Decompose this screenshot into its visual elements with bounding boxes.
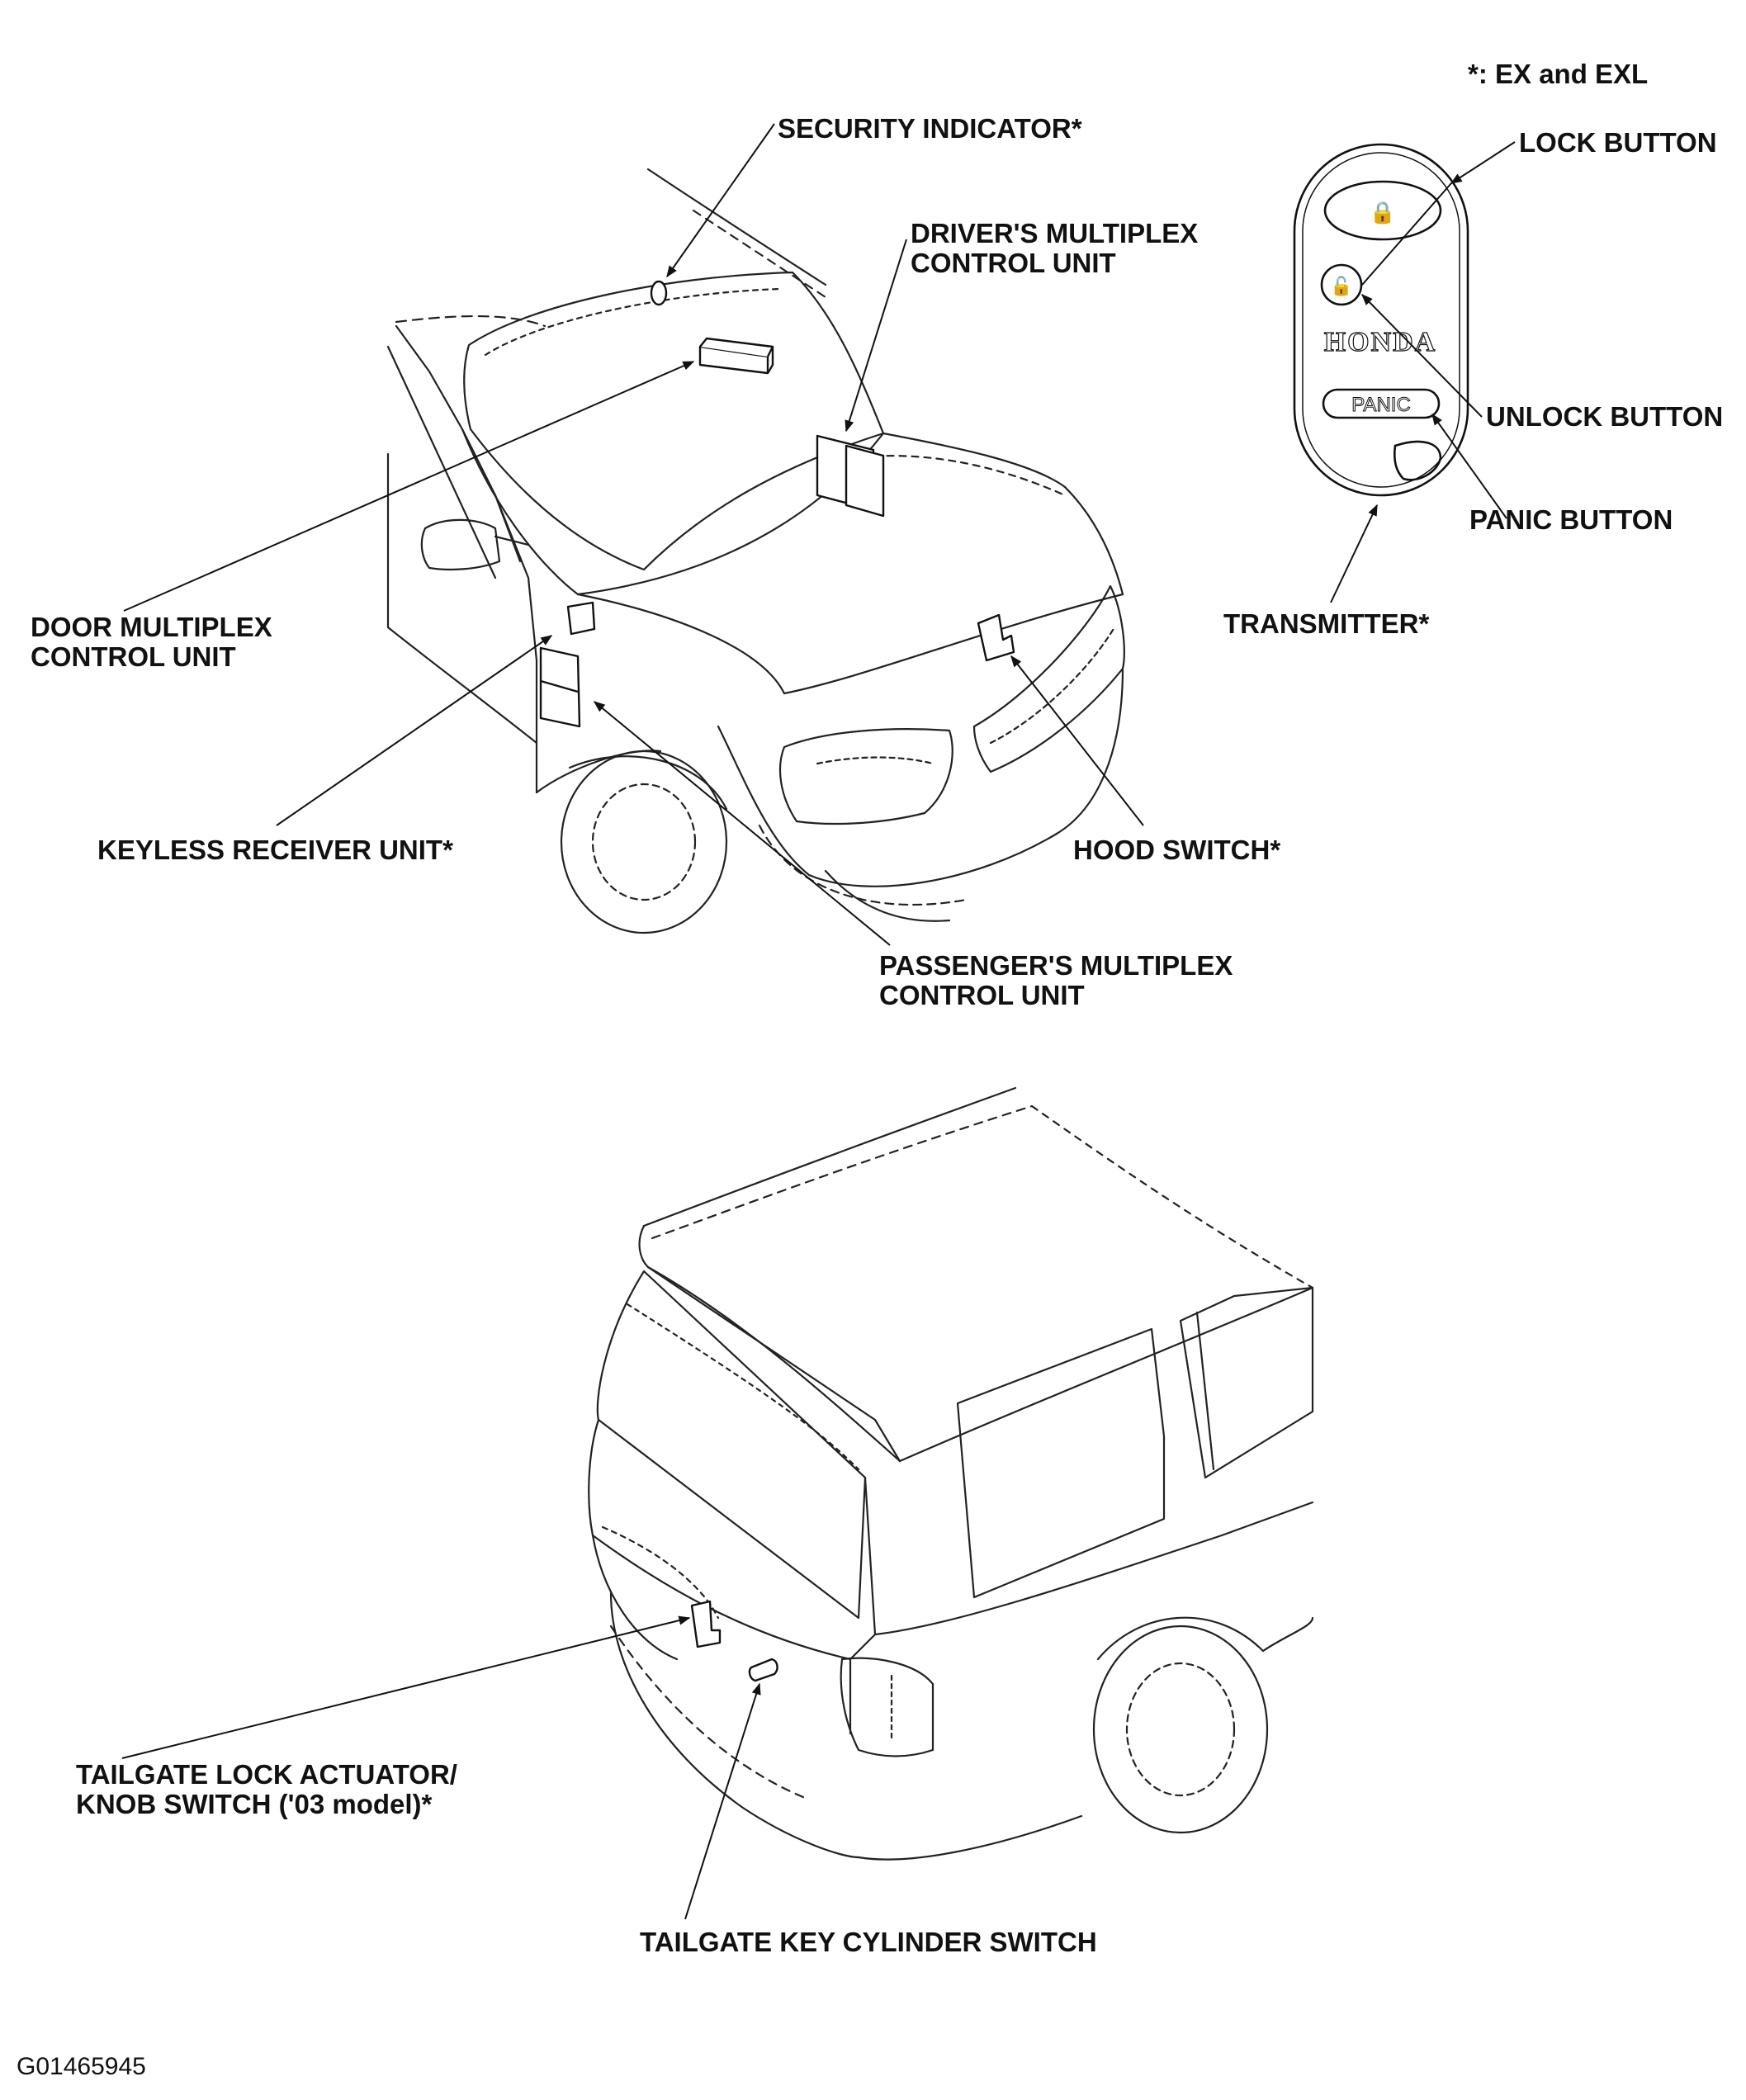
label-line: CONTROL UNIT [31,641,236,672]
label-line: KNOB SWITCH ('03 model)* [76,1789,433,1819]
label-door-multiplex-control-unit: DOOR MULTIPLEX CONTROL UNIT [31,612,272,672]
transmitter-drawing: 🔒 🔓 HONDA PANIC [1293,143,1469,497]
rear-components [690,1600,778,1682]
security-indicator-part [650,280,668,306]
footnote-ex-exl: *: EX and EXL [1468,59,1649,89]
label-line: TAILGATE LOCK ACTUATOR/ [76,1759,457,1790]
label-passengers-multiplex-control-unit: PASSENGER'S MULTIPLEX CONTROL UNIT [879,951,1233,1010]
label-lock-button: LOCK BUTTON [1519,127,1717,158]
label-tailgate-key-cylinder-switch: TAILGATE KEY CYLINDER SWITCH [640,1927,1097,1957]
hood-switch-part [977,613,1015,662]
label-line: DRIVER'S MULTIPLEX [911,218,1199,248]
transmitter-brand: HONDA [1324,327,1437,357]
keyless-receiver-part [566,601,596,636]
svg-text:🔓: 🔓 [1330,276,1352,297]
label-unlock-button: UNLOCK BUTTON [1486,401,1724,432]
unlock-button-part [1320,263,1363,306]
label-line: DOOR MULTIPLEX [31,612,272,642]
tailgate-key-cylinder-part [748,1658,778,1682]
figure-id: G01465945 [17,2053,146,2080]
svg-text:🔒: 🔒 [1370,201,1396,225]
label-panic-button: PANIC BUTTON [1469,504,1673,535]
label-tailgate-lock-actuator: TAILGATE LOCK ACTUATOR/ KNOB SWITCH ('03… [76,1760,457,1819]
leader-lines [121,123,1516,1920]
tailgate-lock-actuator-part [690,1600,722,1648]
label-transmitter: TRANSMITTER* [1223,608,1430,639]
rear-vehicle-drawing [588,1086,1314,1861]
label-line: CONTROL UNIT [911,248,1116,278]
label-line: PASSENGER'S MULTIPLEX [879,950,1233,981]
panic-button-part [1322,388,1441,419]
label-hood-switch: HOOD SWITCH* [1073,835,1281,865]
front-vehicle-drawing [386,168,1125,934]
svg-text:PANIC: PANIC [1351,394,1411,416]
label-line: CONTROL UNIT [879,980,1085,1010]
front-components [539,280,1015,728]
lock-button-part [1323,180,1442,241]
label-keyless-receiver-unit: KEYLESS RECEIVER UNIT* [97,835,453,865]
label-security-indicator: SECURITY INDICATOR* [778,113,1082,144]
label-drivers-multiplex-control-unit: DRIVER'S MULTIPLEX CONTROL UNIT [911,219,1198,278]
